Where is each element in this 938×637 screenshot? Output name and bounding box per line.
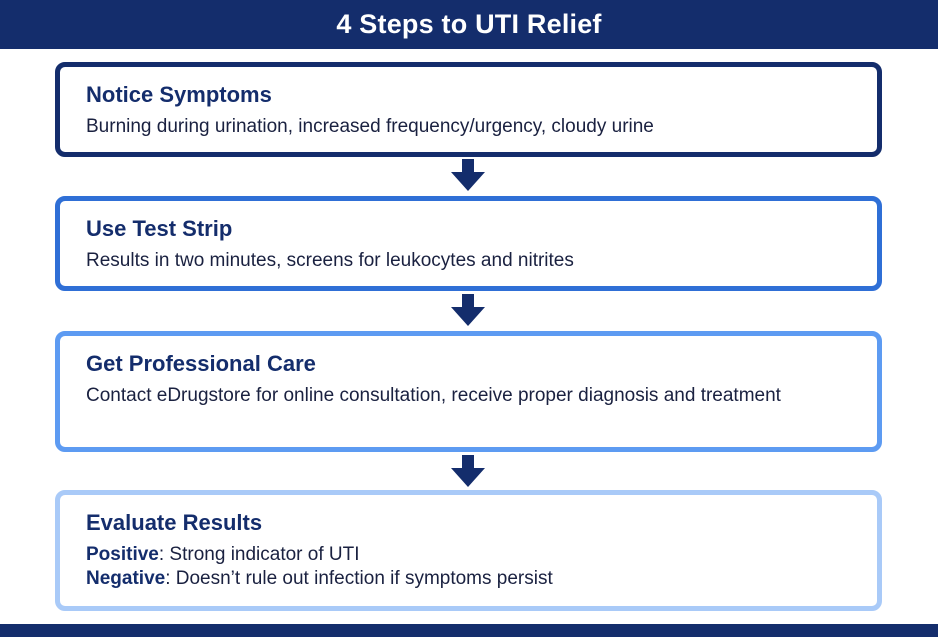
step-title: Get Professional Care [86,351,316,376]
step-notice-symptoms: Notice Symptoms Burning during urination… [55,62,882,157]
page-title: 4 Steps to UTI Relief [336,9,602,39]
arrow-down-icon [451,159,485,191]
step-title: Evaluate Results [86,510,263,535]
step-description: Contact eDrugstore for online consultati… [86,385,781,406]
arrow-down-icon [451,294,485,326]
result-negative-label: Negative [86,568,166,589]
result-positive: Positive: Strong indicator of UTI [86,543,851,567]
step-description: Burning during urination, increased freq… [86,116,654,137]
result-negative: Negative: Doesn’t rule out infection if … [86,567,851,591]
result-positive-text: : Strong indicator of UTI [158,544,360,565]
step-title: Notice Symptoms [86,82,272,107]
arrow-down-icon [451,455,485,487]
step-evaluate-results: Evaluate Results Positive: Strong indica… [55,490,882,611]
result-negative-text: : Doesn’t rule out infection if symptoms… [165,568,553,589]
step-title: Use Test Strip [86,216,233,241]
result-positive-label: Positive [86,544,159,565]
step-description: Results in two minutes, screens for leuk… [86,250,574,271]
footer-bar [0,624,938,637]
step-get-professional-care: Get Professional Care Contact eDrugstore… [55,331,882,452]
header-banner: 4 Steps to UTI Relief [0,0,938,49]
step-use-test-strip: Use Test Strip Results in two minutes, s… [55,196,882,291]
